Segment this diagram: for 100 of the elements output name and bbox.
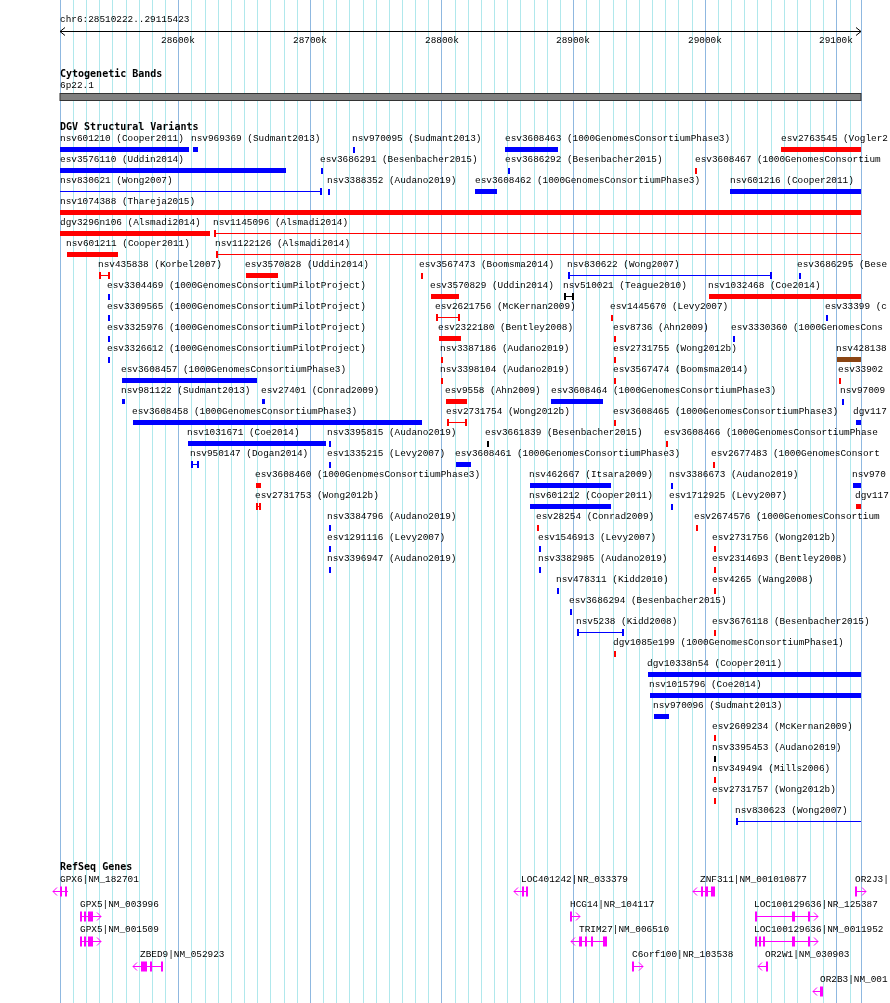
variant-label: esv2763545 (Vogler2 xyxy=(781,133,888,144)
gene-label: TRIM27|NM_006510 xyxy=(579,924,669,935)
variant-label: esv3570828 (Uddin2014) xyxy=(245,259,369,270)
variant-label: esv3661839 (Besenbacher2015) xyxy=(485,427,643,438)
variant-label: nsv830621 (Wong2007) xyxy=(60,175,173,186)
variant-label: esv3686294 (Besenbacher2015) xyxy=(569,595,727,606)
variant-label: nsv1032468 (Coe2014) xyxy=(708,280,821,291)
variant-label: esv1335215 (Levy2007) xyxy=(327,448,446,459)
variant-label: dgv10338n54 (Cooper2011) xyxy=(647,658,783,669)
gene-label: ZBED9|NM_052923 xyxy=(140,949,225,960)
variant-label: esv3567474 (Boomsma2014) xyxy=(613,364,749,375)
variant-label: nsv601210 (Cooper2011) xyxy=(60,133,184,144)
variant-label: nsv981122 (Sudmant2013) xyxy=(121,385,251,396)
tick-label: 28900k xyxy=(556,35,590,46)
variant-label: esv3330360 (1000GenomesCons xyxy=(731,322,883,333)
variant-label: esv3309565 (1000GenomesConsortiumPilotProject) xyxy=(107,301,366,312)
variant-label: nsv601212 (Cooper2011) xyxy=(529,490,653,501)
variant-label: nsv428138 xyxy=(836,343,887,354)
band-label: 6p22.1 xyxy=(60,80,94,91)
gene-label: LOC100129636|NM_0011952 xyxy=(754,924,884,935)
variant-label: nsv1031671 (Coe2014) xyxy=(187,427,300,438)
variant-label: esv2677483 (1000GenomesConsort xyxy=(711,448,880,459)
gene-label: OR2W1|NM_030903 xyxy=(765,949,850,960)
variant-label: esv4265 (Wang2008) xyxy=(712,574,814,585)
variant-label: esv3686292 (Besenbacher2015) xyxy=(505,154,663,165)
variant-label: esv3608460 (1000GenomesConsortiumPhase3) xyxy=(255,469,481,480)
variant-label: esv2322180 (Bentley2008) xyxy=(438,322,574,333)
variant-label: nsv5238 (Kidd2008) xyxy=(576,616,678,627)
variant-label: nsv1145096 (Alsmadi2014) xyxy=(213,217,349,228)
gene-label: LOC401242|NR_033379 xyxy=(521,874,628,885)
tick-label: 28800k xyxy=(425,35,459,46)
variant-label: esv3686295 (Bese xyxy=(797,259,887,270)
variant-label: nsv969369 (Sudmant2013) xyxy=(191,133,321,144)
track-title: DGV Structural Variants xyxy=(60,121,199,132)
variant-label: nsv3382985 (Audano2019) xyxy=(538,553,668,564)
variant-label: esv28254 (Conrad2009) xyxy=(536,511,655,522)
variant-label: dgv3296n106 (Alsmadi2014) xyxy=(60,217,201,228)
variant-label: esv1445670 (Levy2007) xyxy=(610,301,729,312)
variant-label: nsv970096 (Sudmant2013) xyxy=(653,700,783,711)
variant-label: nsv830622 (Wong2007) xyxy=(567,259,680,270)
variant-label: nsv435838 (Korbel2007) xyxy=(98,259,222,270)
gene-label: GPX5|NM_003996 xyxy=(80,899,159,910)
variant-label: esv3676118 (Besenbacher2015) xyxy=(712,616,870,627)
variant-label: esv3576110 (Uddin2014) xyxy=(60,154,184,165)
gene-label: HCG14|NR_104117 xyxy=(570,899,655,910)
track-title: RefSeq Genes xyxy=(60,861,133,872)
gene-label: GPX5|NM_001509 xyxy=(80,924,159,935)
variant-label: esv2731755 (Wong2012b) xyxy=(613,343,737,354)
variant-label: nsv3396947 (Audano2019) xyxy=(327,553,457,564)
variant-label: nsv462667 (Itsara2009) xyxy=(529,469,653,480)
variant-label: nsv1122126 (Alsmadi2014) xyxy=(215,238,351,249)
variant-label: nsv1074388 (Thareja2015) xyxy=(60,196,196,207)
variant-label: esv2731757 (Wong2012b) xyxy=(712,784,836,795)
variant-label: dgv117 xyxy=(855,490,889,501)
variant-label: esv3608467 (1000GenomesConsortium xyxy=(695,154,881,165)
variant-label: esv1546913 (Levy2007) xyxy=(538,532,657,543)
variant-label: nsv3398104 (Audano2019) xyxy=(440,364,570,375)
variant-label: esv2674576 (1000GenomesConsortium xyxy=(694,511,880,522)
variant-label: nsv3386673 (Audano2019) xyxy=(669,469,799,480)
variant-label: esv3608466 (1000GenomesConsortiumPhase xyxy=(664,427,878,438)
variant-label: nsv3395453 (Audano2019) xyxy=(712,742,842,753)
variant-label: esv3570829 (Uddin2014) xyxy=(430,280,554,291)
variant-label: esv3608463 (1000GenomesConsortiumPhase3) xyxy=(505,133,731,144)
variant-label: esv9558 (Ahn2009) xyxy=(445,385,541,396)
variant-label: nsv970 xyxy=(852,469,886,480)
variant-label: nsv970095 (Sudmant2013) xyxy=(352,133,482,144)
variant-label: nsv601211 (Cooper2011) xyxy=(66,238,190,249)
variant-label: esv3608465 (1000GenomesConsortiumPhase3) xyxy=(613,406,839,417)
variant-label: esv3325976 (1000GenomesConsortiumPilotProject) xyxy=(107,322,366,333)
variant-label: esv3608458 (1000GenomesConsortiumPhase3) xyxy=(132,406,358,417)
variant-label: esv3608461 (1000GenomesConsortiumPhase3) xyxy=(455,448,681,459)
variant-label: esv2731754 (Wong2012b) xyxy=(446,406,570,417)
tick-label: 28600k xyxy=(161,35,195,46)
gene-label: LOC100129636|NR_125387 xyxy=(754,899,878,910)
variant-label: esv1291116 (Levy2007) xyxy=(327,532,446,543)
variant-label: esv2609234 (McKernan2009) xyxy=(712,721,853,732)
variant-label: esv3326612 (1000GenomesConsortiumPilotProject) xyxy=(107,343,366,354)
tick-label: 29000k xyxy=(688,35,722,46)
variant-label: esv33399 (c xyxy=(825,301,887,312)
variant-label: esv27401 (Conrad2009) xyxy=(261,385,380,396)
variant-label: nsv97009 xyxy=(840,385,885,396)
gene-label: OR2B3|NM_001 xyxy=(820,974,888,985)
variant-label: nsv830623 (Wong2007) xyxy=(735,805,848,816)
gene-label: ZNF311|NM_001010877 xyxy=(700,874,807,885)
variant-label: nsv1015796 (Coe2014) xyxy=(649,679,762,690)
gene-label: OR2J3| xyxy=(855,874,889,885)
variant-label: esv2314693 (Bentley2008) xyxy=(712,553,848,564)
variant-label: nsv510021 (Teague2010) xyxy=(563,280,687,291)
variant-label: esv2731753 (Wong2012b) xyxy=(255,490,379,501)
variant-label: esv3304469 (1000GenomesConsortiumPilotProject) xyxy=(107,280,366,291)
variant-label: esv3686291 (Besenbacher2015) xyxy=(320,154,478,165)
variant-label: esv33902 xyxy=(838,364,883,375)
gene-label: C6orf100|NR_103538 xyxy=(632,949,734,960)
variant-label: esv1712925 (Levy2007) xyxy=(669,490,788,501)
tick-label: 29100k xyxy=(819,35,853,46)
variant-label: nsv3395815 (Audano2019) xyxy=(327,427,457,438)
variant-label: esv2731756 (Wong2012b) xyxy=(712,532,836,543)
variant-label: nsv3387186 (Audano2019) xyxy=(440,343,570,354)
gene-label: GPX6|NM_182701 xyxy=(60,874,139,885)
variant-label: esv3608462 (1000GenomesConsortiumPhase3) xyxy=(475,175,701,186)
